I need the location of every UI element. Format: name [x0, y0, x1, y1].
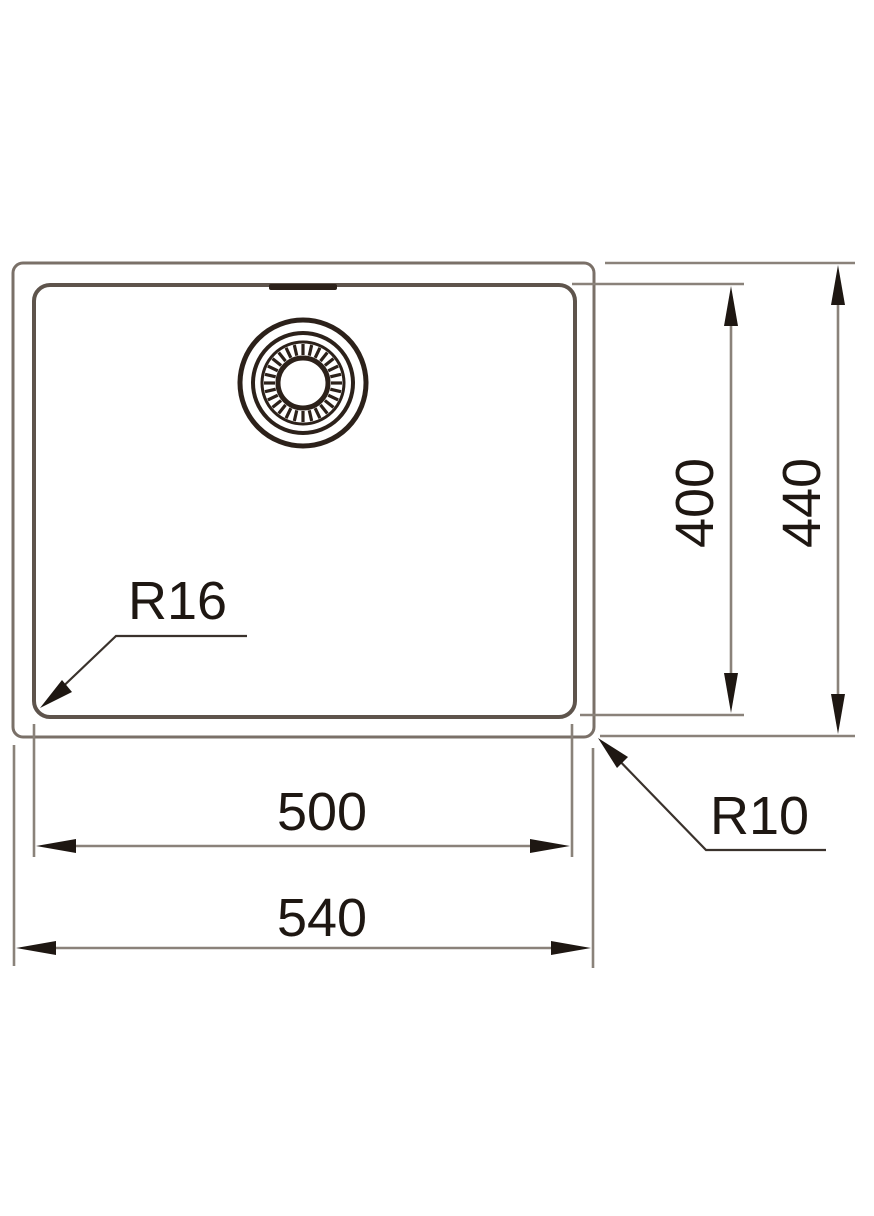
leader-r10 [609, 750, 826, 852]
drain-slot [264, 387, 277, 394]
arrow-500-left [36, 839, 76, 853]
label-540: 540 [277, 888, 367, 948]
drain-slot [323, 357, 335, 367]
arrow-400-bottom [724, 673, 738, 713]
leader-r16 [51, 634, 247, 698]
drain-slot [264, 372, 277, 379]
arrow-540-right [551, 941, 591, 955]
drain-slot [307, 409, 314, 422]
drain-slot [284, 347, 293, 359]
drain-slot [284, 407, 293, 419]
drain-slot [267, 393, 279, 402]
drain-slot [329, 372, 342, 379]
label-440: 440 [772, 458, 832, 548]
arrow-400-top [724, 286, 738, 326]
drain-strainer-icon [237, 317, 369, 449]
drain-slot [292, 344, 299, 357]
drain-slots [264, 344, 342, 422]
drain-slot [313, 407, 322, 419]
drain-slot [271, 357, 283, 367]
arrow-440-top [831, 265, 845, 305]
drain-slot [271, 399, 283, 409]
label-r10: R10 [710, 786, 809, 846]
arrow-540-left [16, 941, 56, 955]
arrow-r10 [598, 738, 628, 768]
arrow-440-bottom [831, 694, 845, 734]
drain-slot [277, 351, 287, 363]
drain-slot [327, 364, 339, 373]
arrow-500-right [530, 839, 570, 853]
label-500: 500 [277, 782, 367, 842]
overflow-slot [269, 284, 337, 290]
sink-outer-rim [11, 261, 596, 739]
drain-slot [307, 344, 314, 357]
drain-slot [319, 351, 329, 363]
label-400: 400 [665, 458, 725, 548]
drain-slot [277, 403, 287, 415]
label-r16: R16 [128, 571, 227, 631]
drain-slot [319, 403, 329, 415]
drain-slot [329, 387, 342, 394]
arrow-r16 [40, 680, 72, 708]
drain-slot [267, 364, 279, 373]
drain-slot [292, 409, 299, 422]
drain-slot [327, 393, 339, 402]
drain-slot [323, 399, 335, 409]
drain-slot [313, 347, 322, 359]
